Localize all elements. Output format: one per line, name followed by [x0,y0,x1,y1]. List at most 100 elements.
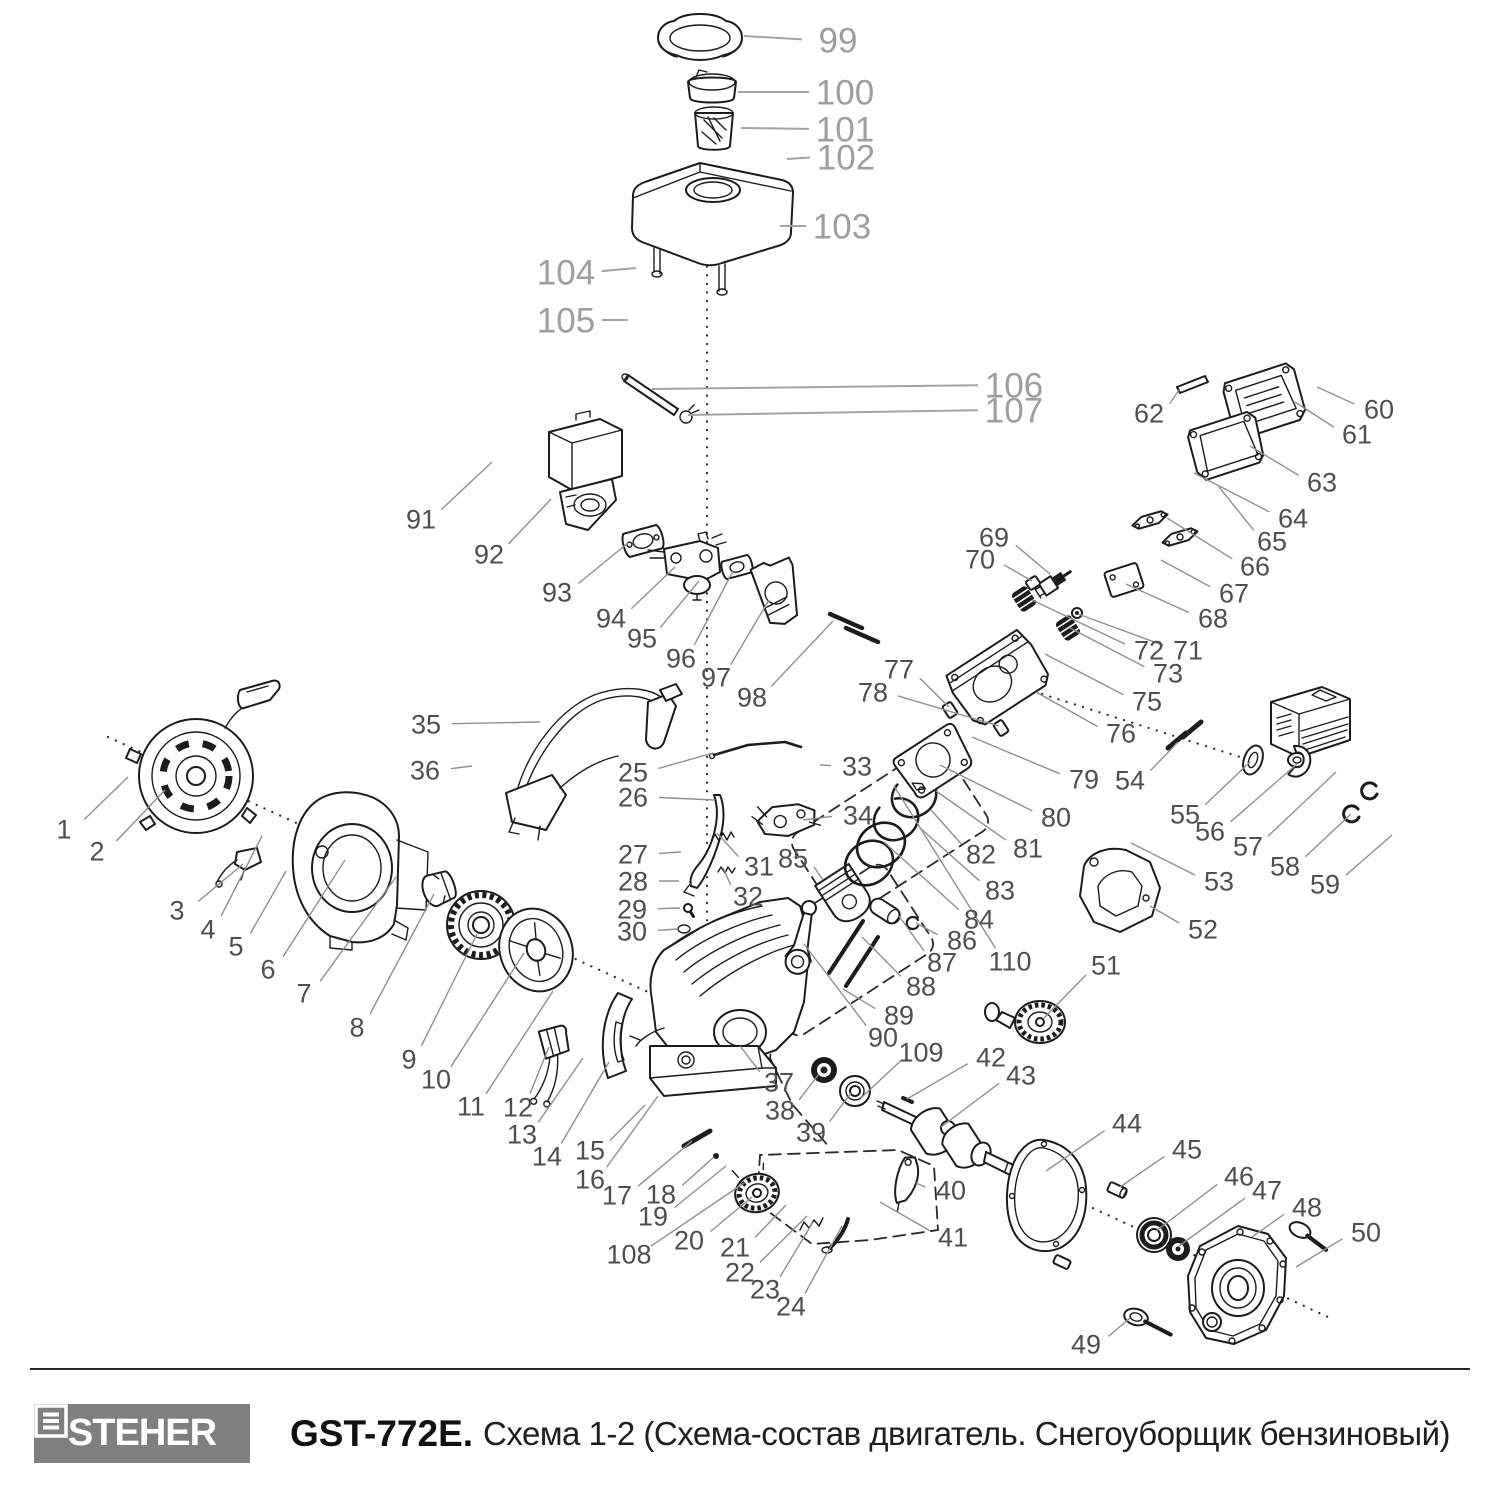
part-callout-1: 1 [56,814,71,844]
leader-line-61 [1294,401,1335,428]
part-callout-51: 51 [1091,950,1121,980]
leader-line-69 [1015,544,1051,575]
leader-line-16 [605,1095,659,1168]
part-callout-49: 49 [1071,1329,1101,1359]
part-callout-93: 93 [542,577,572,607]
tappet [683,903,695,918]
part-callout-37: 37 [764,1067,794,1097]
part-callout-99: 99 [819,21,858,60]
leader-line-5 [249,870,287,934]
part-callout-52: 52 [1188,914,1218,944]
leader-line-59 [1345,834,1393,876]
leader-line-96 [693,570,734,646]
leader-line-11 [485,990,554,1095]
part-callout-26: 26 [618,782,648,812]
leader-line-49 [1107,1317,1131,1337]
leader-line-46 [1155,1183,1218,1232]
leader-line-57 [1267,771,1337,837]
leader-line-18 [681,1156,715,1186]
part-callout-31: 31 [744,851,774,881]
part-callout-95: 95 [627,623,657,653]
woodruff-key [901,1096,914,1104]
leader-line-8 [369,893,435,1015]
part-callout-65: 65 [1257,526,1287,556]
leader-line-26 [658,796,716,801]
part-callout-77: 77 [884,654,914,684]
leader-line-41 [879,1201,930,1232]
crankcase-cover [1187,1225,1287,1345]
leader-line-109 [860,1060,901,1099]
leader-line-65 [1218,486,1255,531]
leader-line-44 [1045,1130,1105,1172]
part-callout-41: 41 [938,1222,968,1252]
insulator-gasket [720,553,754,581]
part-callout-47: 47 [1252,1175,1282,1205]
leader-line-62 [1169,389,1180,405]
spark-plug [1033,570,1072,599]
part-callout-54: 54 [1115,765,1145,795]
carb-gasket [621,524,665,558]
leader-line-94 [630,566,676,610]
steher-logo: STEHER [34,1404,250,1463]
exhaust-stud-2 [1180,719,1204,740]
part-callout-101: 101 [816,110,874,149]
fuel-line [621,373,700,424]
leader-line-80 [939,764,1033,812]
part-callout-91: 91 [406,504,436,534]
leader-line-14 [560,1061,610,1144]
leader-line-107 [687,409,979,416]
leader-line-97 [730,599,770,665]
camshaft [984,1000,1066,1044]
part-callout-43: 43 [1006,1060,1036,1090]
part-callout-106: 106 [985,366,1043,405]
part-callout-89: 89 [884,1000,914,1030]
leader-line-54 [1149,741,1179,772]
part-callout-110: 110 [988,946,1031,976]
part-callout-105: 105 [537,301,595,340]
part-callout-7: 7 [296,978,311,1008]
part-callout-107: 107 [985,391,1043,430]
leader-line-25 [658,752,714,770]
leader-line-99 [743,35,803,41]
dowel-pin [1106,1181,1128,1199]
governor-arm [894,1156,920,1212]
leader-line-7 [319,876,397,982]
part-callout-10: 10 [421,1064,451,1094]
leader-line-36 [450,765,473,770]
part-callout-53: 53 [1204,866,1234,896]
leader-line-48 [1251,1213,1285,1238]
part-callout-56: 56 [1195,816,1225,846]
leader-line-51 [1043,974,1087,1019]
part-callout-16: 16 [575,1164,605,1194]
leader-line-60 [1316,386,1355,405]
part-callout-62: 62 [1134,398,1164,428]
throttle-control-bracket [751,803,822,837]
leader-line-92 [507,498,552,545]
leader-line-89 [842,988,876,1010]
leader-line-66 [1166,517,1233,560]
leader-line-21 [754,1204,787,1238]
leader-line-104 [601,267,637,273]
part-callout-88: 88 [906,971,936,1001]
part-callout-39: 39 [796,1117,826,1147]
part-callout-22: 22 [725,1257,755,1287]
leader-line-95 [659,580,700,628]
leader-line-86 [915,922,938,936]
leader-line-33 [819,764,832,767]
part-callout-61: 61 [1342,419,1372,449]
carb-stud-2 [843,625,881,645]
air-filter [548,410,623,531]
crankcase-gasket [1005,1138,1088,1253]
part-callout-81: 81 [1013,833,1043,863]
flywheel [498,907,574,993]
part-callout-72: 72 [1134,635,1164,665]
part-callout-66: 66 [1240,551,1270,581]
fuel-tank [631,162,794,296]
part-callout-34: 34 [843,800,873,830]
leader-line-10 [450,952,525,1068]
part-callout-27: 27 [618,839,648,869]
piston-rings [843,774,938,887]
